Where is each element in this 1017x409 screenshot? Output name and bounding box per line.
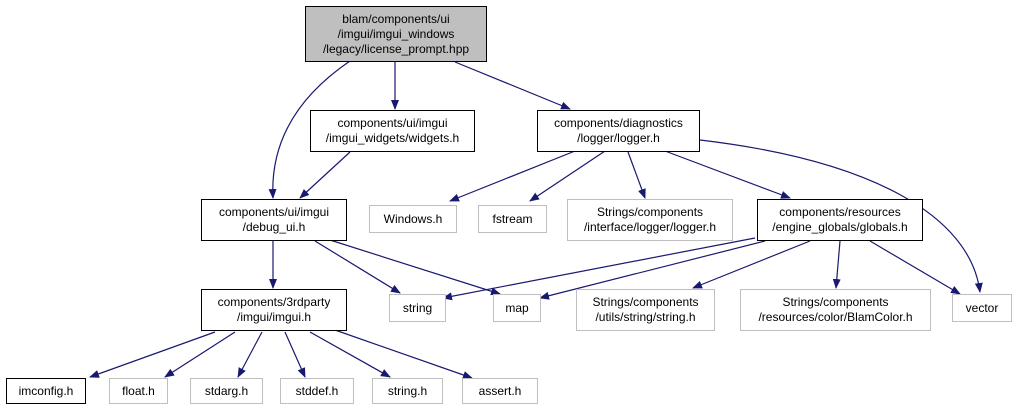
node-label-line: components/3rdparty — [217, 295, 331, 309]
node-label-line: /resources/color/BlamColor.h — [758, 310, 913, 324]
node-label-line: fstream — [492, 211, 533, 226]
edge-imgui-to-stdarg — [237, 331, 263, 378]
node-stdarg-h: stdarg.h — [190, 378, 263, 404]
node-globals-h[interactable]: components/resources /engine_globals/glo… — [757, 199, 923, 241]
node-imconfig-h[interactable]: imconfig.h — [6, 378, 86, 404]
node-strings-blamcolor-h: Strings/components /resources/color/Blam… — [740, 289, 931, 331]
node-label-line: string — [402, 300, 433, 315]
node-label-line: components/ui/imgui — [337, 116, 448, 130]
edge-debug-ui-to-map — [329, 239, 501, 296]
edge-license-to-debug-ui — [268, 60, 351, 199]
node-label-line: /imgui_widgets/widgets.h — [325, 131, 460, 145]
node-float-h: float.h — [109, 378, 168, 404]
edge-imgui-to-assert — [334, 329, 473, 379]
node-label-line: Strings/components — [782, 295, 889, 309]
node-label-line: stdarg.h — [204, 383, 249, 398]
edge-imgui-to-stddef — [284, 331, 306, 378]
node-stddef-h: stddef.h — [280, 378, 354, 404]
node-strings-logger-h: Strings/components /interface/logger/log… — [567, 199, 733, 241]
edge-license-to-logger — [454, 61, 571, 110]
node-vector: vector — [952, 294, 1012, 322]
node-label-line: blam/components/ui — [342, 11, 450, 26]
edge-globals-to-map — [539, 240, 766, 300]
node-label-line: components/diagnostics — [554, 116, 683, 130]
edge-logger-to-windows — [449, 150, 576, 202]
edge-imgui-to-string-h — [309, 331, 391, 378]
edge-logger-to-strings-logger — [627, 151, 646, 199]
edge-logger-to-fstream — [529, 150, 606, 202]
edge-logger-to-vector — [699, 139, 983, 293]
node-label-line: float.h — [122, 383, 155, 398]
node-label-line: /logger/logger.h — [577, 131, 660, 145]
edge-imgui-to-float — [164, 331, 236, 378]
node-label-line: /legacy/license_prompt.hpp — [322, 41, 470, 56]
node-map: map — [493, 294, 541, 322]
node-license-prompt-hpp: blam/components/ui /imgui/imgui_windows … — [305, 6, 487, 62]
edge-imgui-to-imconfig — [89, 331, 216, 378]
node-strings-string-h: Strings/components /utils/string/string.… — [576, 289, 715, 331]
node-label-line: stddef.h — [295, 383, 339, 398]
node-label-line: vector — [965, 300, 999, 315]
edge-globals-to-string — [442, 237, 756, 301]
node-assert-h: assert.h — [462, 378, 538, 404]
edge-globals-to-blamcolor — [832, 240, 841, 289]
node-widgets-h[interactable]: components/ui/imgui /imgui_widgets/widge… — [310, 110, 475, 152]
node-label-line: Windows.h — [383, 211, 443, 226]
node-label-line: components/resources — [779, 205, 901, 219]
node-imgui-h[interactable]: components/3rdparty /imgui/imgui.h — [201, 289, 347, 331]
node-label-line: /utils/string/string.h — [595, 310, 696, 324]
node-label-line: /imgui/imgui.h — [236, 310, 312, 324]
edge-debug-ui-to-string — [314, 240, 401, 294]
node-logger-h[interactable]: components/diagnostics /logger/logger.h — [537, 110, 700, 152]
node-label-line: imconfig.h — [18, 383, 74, 398]
edge-globals-to-vector — [869, 240, 961, 295]
node-label-line: /engine_globals/globals.h — [772, 220, 908, 234]
node-label-line: Strings/components — [592, 295, 699, 309]
node-fstream: fstream — [478, 205, 547, 233]
node-label-line: /debug_ui.h — [242, 220, 306, 234]
node-label-line: /imgui/imgui_windows — [337, 26, 455, 41]
node-label-line: components/ui/imgui — [218, 205, 330, 219]
node-label-line: assert.h — [478, 383, 522, 398]
node-string-h: string.h — [372, 378, 443, 404]
edge-logger-to-globals — [664, 150, 791, 199]
node-string: string — [389, 294, 446, 322]
edge-globals-to-strings-string — [692, 240, 811, 289]
node-label-line: Strings/components — [596, 205, 704, 219]
edge-widgets-to-debug-ui — [299, 151, 351, 199]
node-debug-ui-h[interactable]: components/ui/imgui /debug_ui.h — [201, 199, 347, 241]
node-label-line: string.h — [387, 383, 428, 398]
node-label-line: map — [505, 300, 529, 315]
node-label-line: /interface/logger/logger.h — [583, 220, 717, 234]
node-windows-h: Windows.h — [369, 205, 457, 233]
